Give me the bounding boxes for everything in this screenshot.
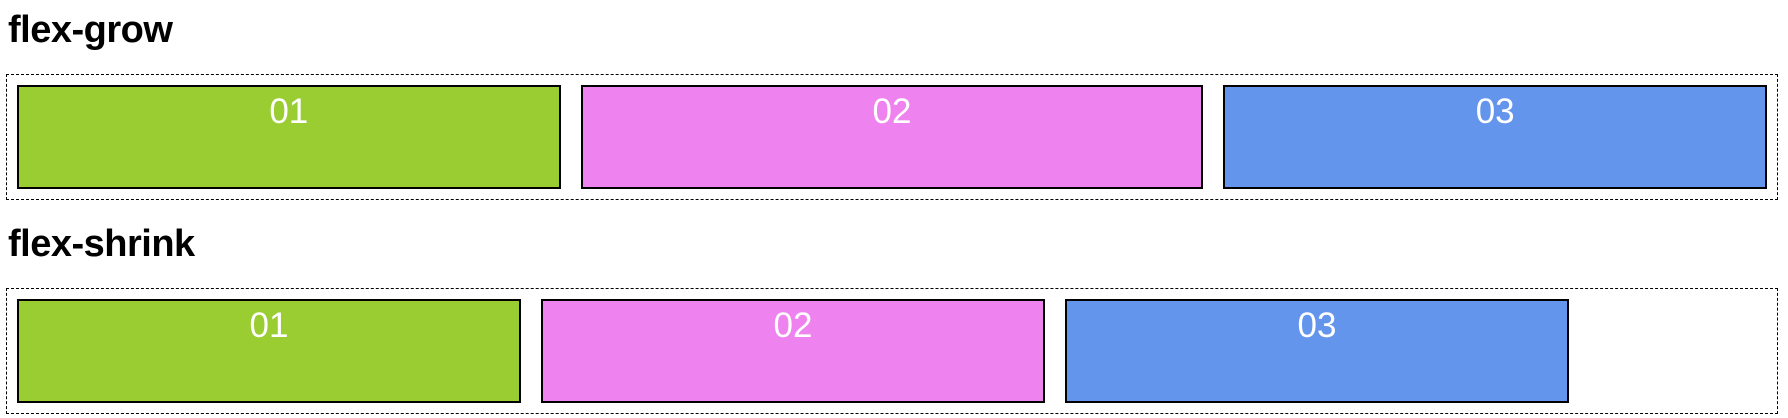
flex-grow-heading: flex-grow xyxy=(8,9,173,51)
flex-grow-item-02: 02 xyxy=(580,85,1204,189)
flex-grow-container: 01 02 03 xyxy=(6,74,1778,200)
flex-shrink-heading: flex-shrink xyxy=(8,223,195,265)
flex-shrink-item-01: 01 xyxy=(17,299,521,403)
flex-shrink-item-03: 03 xyxy=(1065,299,1569,403)
flex-grow-item-03: 03 xyxy=(1223,85,1767,189)
flex-shrink-container: 01 02 03 xyxy=(6,288,1778,414)
flex-grow-item-01: 01 xyxy=(17,85,561,189)
flex-shrink-item-02: 02 xyxy=(541,299,1045,403)
